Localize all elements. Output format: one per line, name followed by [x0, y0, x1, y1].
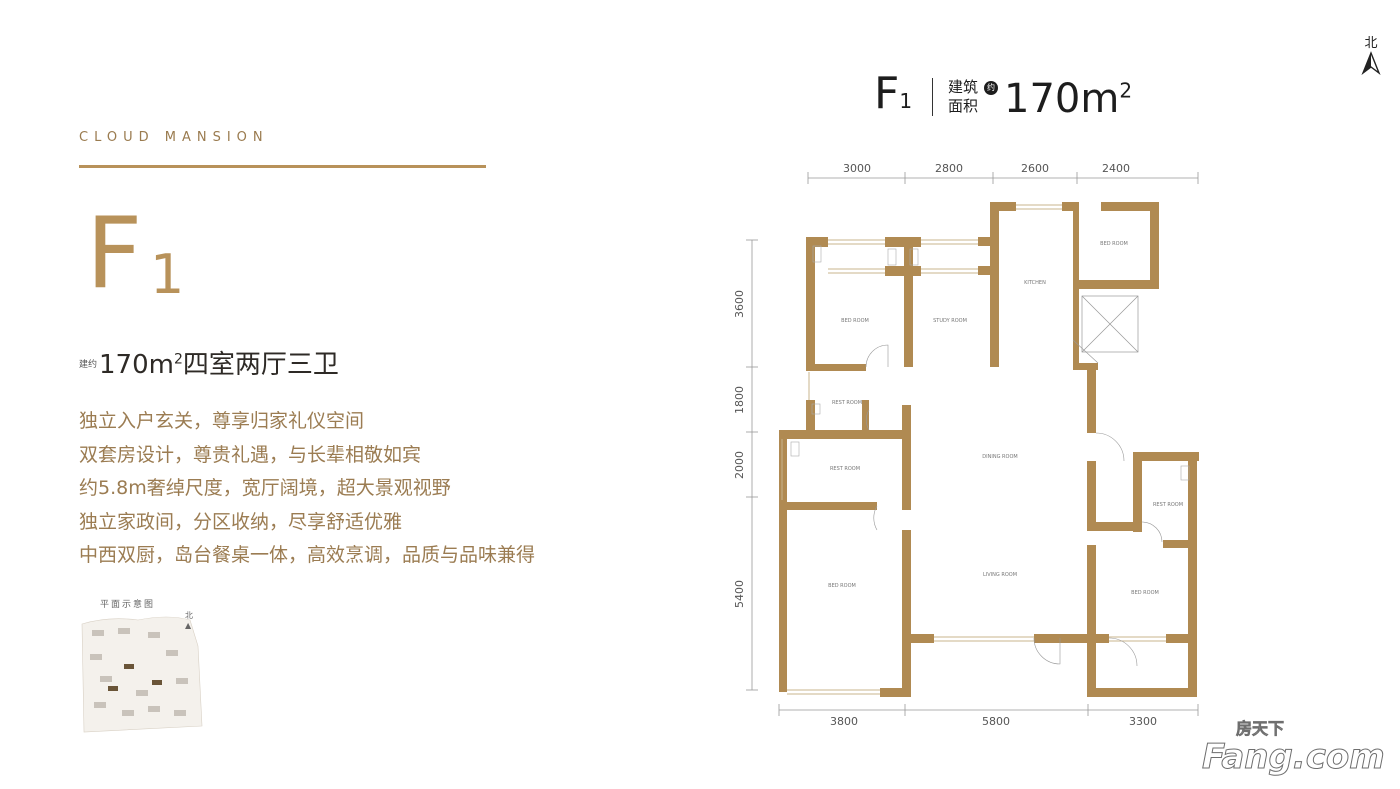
summary-prefix: 建约: [79, 360, 98, 370]
fixtures: [790, 245, 1190, 481]
north-arrow-small-icon: ▲: [185, 621, 192, 630]
room-label-rest-2: REST ROOM: [830, 466, 860, 472]
watermark-en: Fang.com: [1202, 737, 1385, 777]
watermark: 房天下 Fang.com: [1200, 712, 1390, 778]
feature-item: 中西双厨，岛台餐桌一体，高效烹调，品质与品味兼得: [79, 544, 536, 566]
dim-bottom-2: 5800: [982, 715, 1010, 728]
feature-item: 独立家政间，分区收纳，尽享舒适优雅: [79, 510, 403, 533]
summary-area-sup: 2: [173, 351, 183, 368]
dim-left-2: 1800: [733, 386, 746, 414]
site-plan-title: 平面示意图: [100, 600, 156, 610]
watermark-cn: 房天下: [1236, 719, 1284, 738]
room-label-bed-br: BED ROOM: [1131, 590, 1159, 596]
north-indicator: 北: [1358, 32, 1384, 86]
north-arrow-icon: [1361, 51, 1381, 76]
room-label-bed-bl: BED ROOM: [828, 583, 856, 589]
room-label-kitchen: KITCHEN: [1024, 280, 1046, 286]
windows: [781, 204, 1166, 695]
plan-title: F1: [874, 68, 912, 119]
room-label-rest-1: REST ROOM: [832, 400, 862, 406]
unit-summary: 建约170m2四室两厅三卫: [79, 352, 339, 378]
north-label: 北: [1364, 36, 1378, 51]
approx-badge: 约: [984, 81, 998, 95]
feature-item: 双套房设计，尊贵礼遇，与长辈相敬如宾: [79, 443, 422, 466]
site-plan-map: [81, 616, 203, 733]
room-label-dining: DINING ROOM: [982, 454, 1017, 460]
dimension-lines: [746, 172, 1199, 716]
walls: [779, 202, 1199, 697]
dim-bottom-1: 3800: [830, 715, 858, 728]
dim-top-3: 2600: [1021, 162, 1049, 175]
dim-left-4: 5400: [733, 580, 746, 608]
header-area-value: 170m: [1004, 76, 1120, 122]
brand-name: CLOUD MANSION: [79, 130, 269, 145]
area-label: 建筑面积: [948, 78, 978, 116]
feature-item: 约5.8m奢绰尺度，宽厅阔境，超大景观视野: [79, 477, 451, 499]
dim-top-4: 2400: [1102, 162, 1130, 175]
header-area: 170m2: [1004, 76, 1132, 122]
unit-letter: F: [86, 197, 143, 311]
dim-left-1: 3600: [733, 290, 746, 318]
watermark-logo: 房天下 Fang.com: [1202, 715, 1385, 778]
plan-title-letter: F: [874, 68, 900, 119]
room-label-rest-3: REST ROOM: [1153, 502, 1183, 508]
area-label-line1: 建筑: [948, 78, 979, 96]
floor-plan: 3000 2800 2600 2400 3800 5800 3300 3600 …: [733, 162, 1199, 728]
header-area-sup: 2: [1119, 78, 1133, 103]
room-label-study: STUDY ROOM: [933, 318, 967, 324]
room-label-bed-tl: BED ROOM: [841, 318, 869, 324]
feature-item: 独立入户玄关，尊享归家礼仪空间: [79, 410, 365, 432]
header-divider: [932, 78, 933, 116]
brand-divider: [79, 165, 486, 168]
door-swings: [865, 339, 1163, 667]
dim-top-2: 2800: [935, 162, 963, 175]
summary-layout: 四室两厅三卫: [182, 350, 339, 380]
site-plan-north: 北▲: [185, 610, 193, 630]
room-label-living: LIVING ROOM: [983, 572, 1017, 578]
unit-number: 1: [150, 243, 185, 306]
site-plan-north-label: 北: [185, 611, 193, 620]
dim-left-3: 2000: [733, 451, 746, 479]
summary-area: 170m: [99, 350, 174, 380]
elevator-shaft: [1081, 295, 1139, 353]
dim-bottom-3: 3300: [1129, 715, 1157, 728]
area-label-line2: 面积: [948, 97, 979, 115]
feature-list: 独立入户玄关，尊享归家礼仪空间 双套房设计，尊贵礼遇，与长辈相敬如宾 约5.8m…: [79, 405, 535, 573]
dim-top-1: 3000: [843, 162, 871, 175]
plan-title-number: 1: [899, 89, 913, 113]
room-label-bed-tr: BED ROOM: [1100, 241, 1128, 247]
